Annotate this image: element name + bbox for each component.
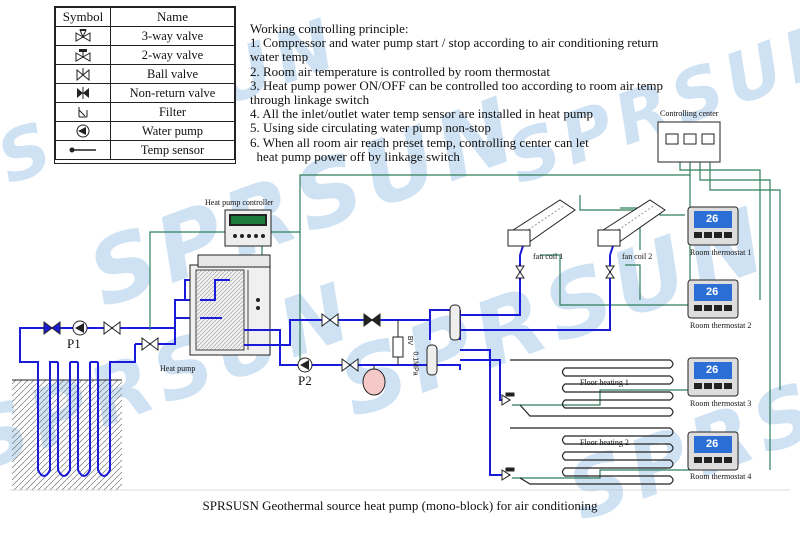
principle-line: heat pump power off by linkage switch bbox=[250, 148, 460, 164]
legend-name: Water pump bbox=[110, 121, 235, 141]
legend-name: Non-return valve bbox=[110, 83, 235, 103]
room-thermostat-2-label: Room thermostat 2 bbox=[690, 321, 752, 330]
pump-p2 bbox=[297, 357, 313, 373]
legend-name: 2-way valve bbox=[110, 45, 235, 65]
heat-pump-unit bbox=[189, 254, 271, 356]
ball-valve-icon bbox=[76, 68, 90, 81]
3-way-valve-icon bbox=[75, 29, 91, 42]
load-pipes bbox=[300, 239, 616, 476]
controlling-center bbox=[657, 121, 721, 163]
principle-line: 1. Compressor and water pump start / sto… bbox=[250, 35, 659, 51]
ground bbox=[12, 379, 122, 490]
fan-coil-1 bbox=[507, 199, 576, 247]
legend-table: Symbol Name 3-way valve 2-way valve Ball… bbox=[54, 6, 236, 164]
diagram-caption: SPRSUSN Geothermal source heat pump (mon… bbox=[202, 498, 598, 513]
controlling-center-label: Controlling center bbox=[660, 109, 719, 118]
p2-label: P2 bbox=[298, 373, 312, 388]
room-thermostat-3 bbox=[687, 357, 739, 397]
primary-pipes bbox=[19, 279, 200, 345]
thermostat-4-reading: 26 bbox=[706, 438, 719, 450]
principle-line: 3. Heat pump power ON/OFF can be control… bbox=[250, 77, 664, 93]
floor-heating-1 bbox=[510, 359, 674, 417]
heat-pump-controller-label: Heat pump controller bbox=[205, 198, 274, 207]
ground-loop-pipes bbox=[19, 332, 136, 477]
thermostat-1-reading: 26 bbox=[706, 213, 719, 225]
fan-coil-1-label: fan coil 1 bbox=[533, 252, 564, 261]
heat-pump-label: Heat pump bbox=[160, 364, 196, 373]
principle-line: 4. All the inlet/outlet water temp senso… bbox=[250, 106, 593, 122]
temp-sensor-icon bbox=[69, 147, 96, 153]
principles-title: Working controlling principle: bbox=[250, 21, 409, 36]
bypass-label: BV bbox=[406, 335, 414, 346]
principle-line: through linkage switch bbox=[250, 92, 370, 108]
room-thermostat-3-label: Room thermostat 3 bbox=[690, 399, 752, 408]
legend-name: Temp sensor bbox=[110, 140, 235, 160]
room-thermostat-1 bbox=[687, 206, 739, 246]
thermostat-3-reading: 26 bbox=[706, 364, 719, 376]
bypass-pressure-label: 0.1MPa bbox=[411, 351, 419, 376]
legend-name: 3-way valve bbox=[110, 26, 235, 46]
water-pump-icon bbox=[76, 124, 90, 138]
expansion-tank bbox=[362, 365, 386, 396]
room-thermostat-4 bbox=[687, 431, 739, 471]
floor-heating-2-label: Floor heating 2 bbox=[580, 438, 629, 447]
floor-heating-1-label: Floor heating 1 bbox=[580, 378, 629, 387]
bypass-valve bbox=[392, 320, 404, 365]
principle-line: water temp bbox=[250, 49, 309, 65]
thermostat-2-reading: 26 bbox=[706, 286, 719, 298]
heat-pump-internal-pipes bbox=[200, 279, 320, 366]
2-way-valve-icon bbox=[75, 49, 91, 62]
floor-heating-2 bbox=[510, 427, 674, 485]
valve-symbols bbox=[43, 265, 615, 481]
principle-line: 6. When all room air reach preset temp, … bbox=[250, 134, 589, 150]
working-principles: Working controlling principle: 1. Compre… bbox=[250, 21, 710, 164]
filter-icon bbox=[78, 107, 88, 118]
p1-label: P1 bbox=[67, 336, 81, 351]
heat-pump-controller bbox=[224, 209, 272, 247]
fan-coil-2 bbox=[597, 199, 666, 247]
fan-coil-2-label: fan coil 2 bbox=[622, 252, 653, 261]
schematic-diagram bbox=[10, 121, 790, 491]
principle-line: 2. Room air temperature is controlled by… bbox=[250, 63, 551, 79]
room-thermostat-1-label: Room thermostat 1 bbox=[690, 248, 752, 257]
buffer-tanks bbox=[426, 304, 461, 376]
pump-p1 bbox=[72, 320, 88, 336]
principle-line: 5. Using side circulating water pump non… bbox=[250, 120, 491, 136]
room-thermostat-4-label: Room thermostat 4 bbox=[690, 472, 752, 481]
room-thermostat-2 bbox=[687, 279, 739, 319]
legend-name: Ball valve bbox=[110, 64, 235, 84]
non-return-valve-icon bbox=[77, 87, 89, 99]
